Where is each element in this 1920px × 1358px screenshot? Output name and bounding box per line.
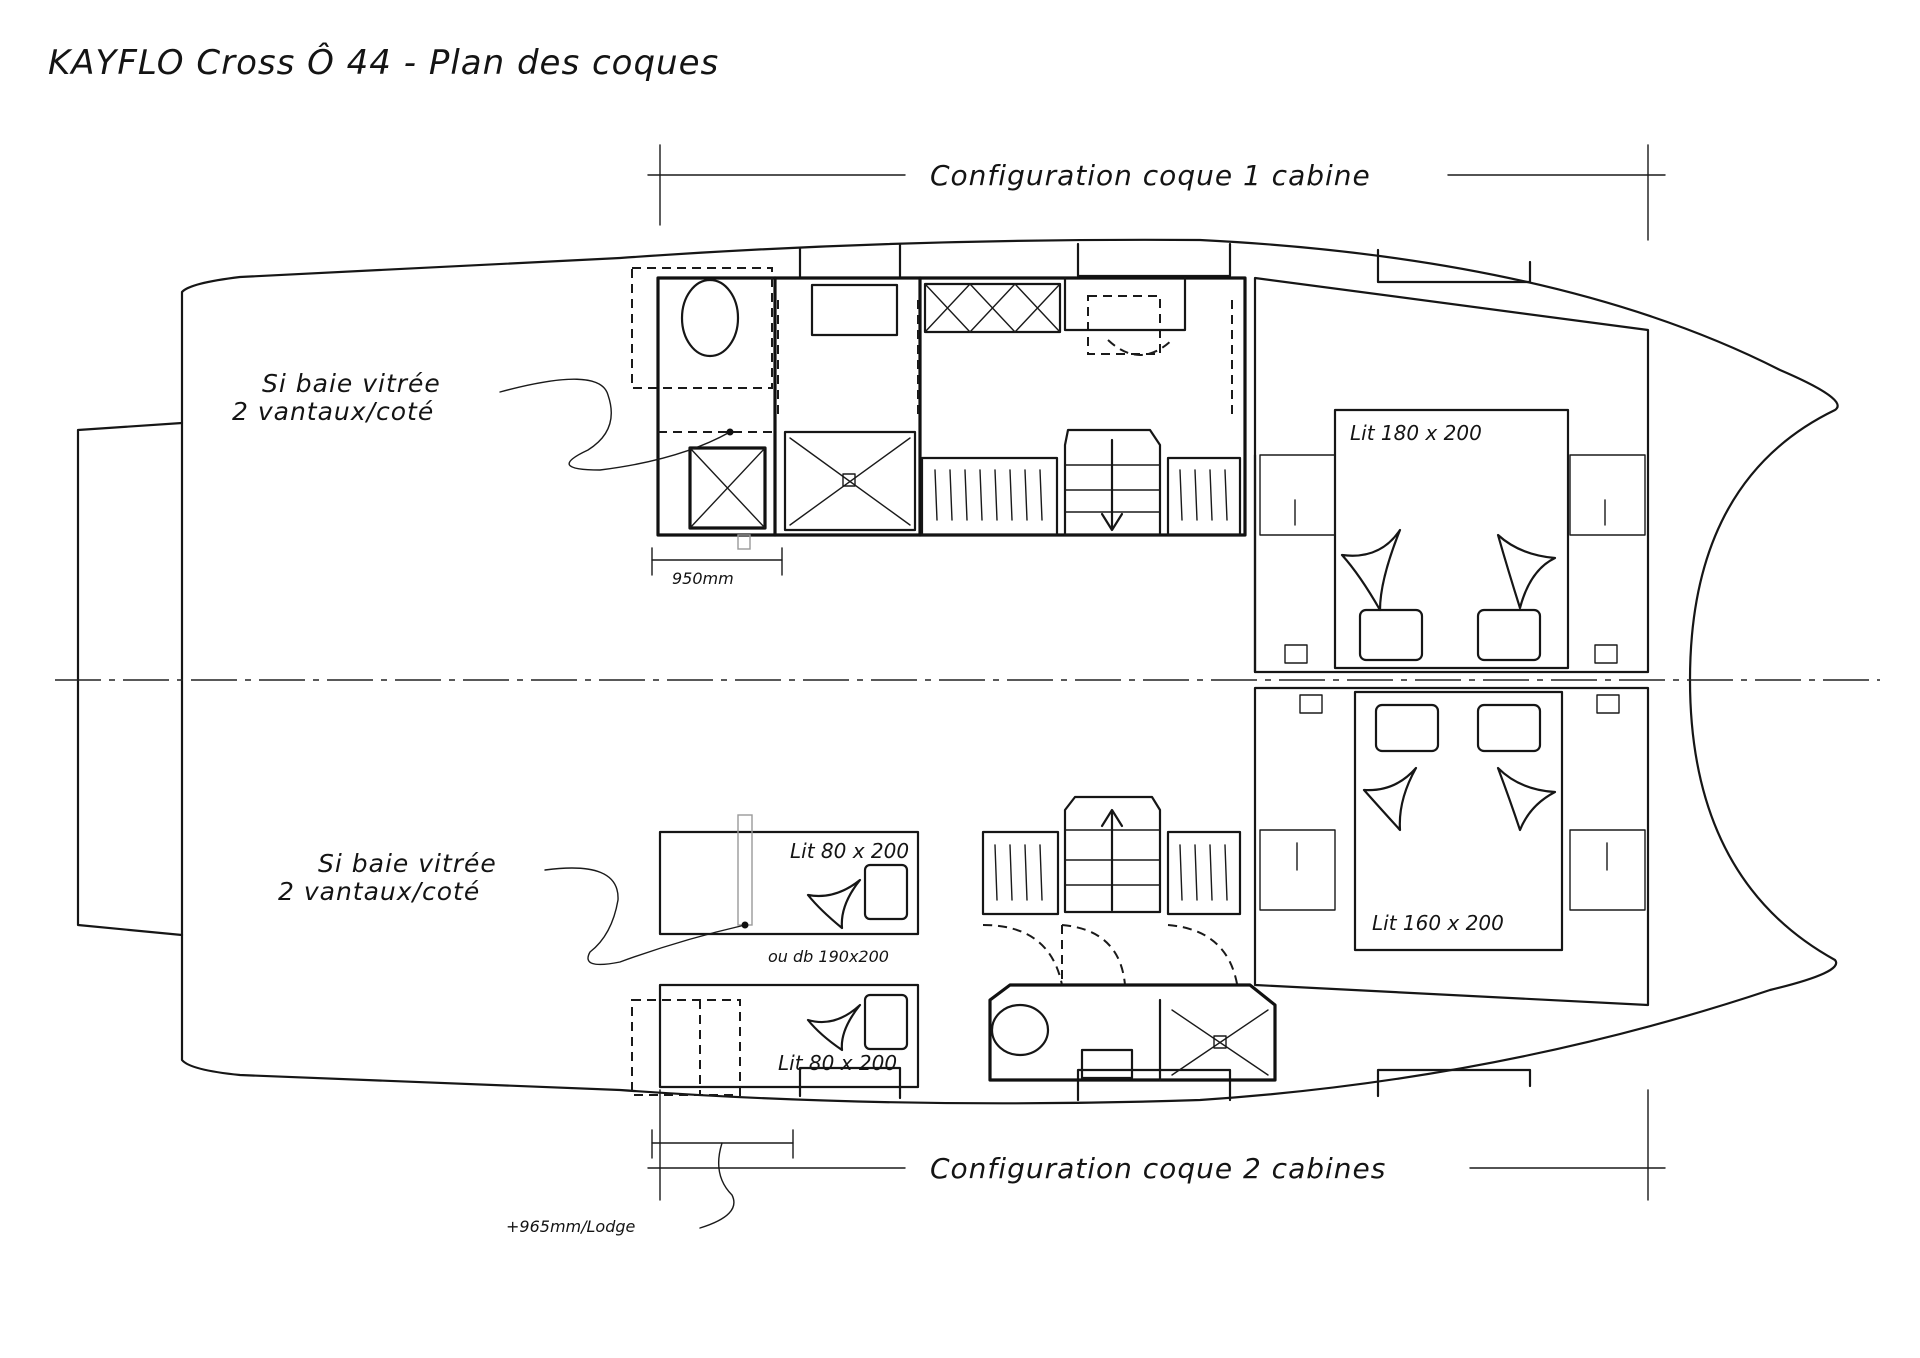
bottom-config-dimension	[647, 1089, 1666, 1201]
note-bottom-line2: 2 vantaux/coté	[278, 877, 480, 906]
note-top-point	[726, 428, 734, 436]
note-top-line1: Si baie vitrée	[262, 369, 441, 398]
note-bottom-line1: Si baie vitrée	[318, 849, 497, 878]
dim-950-label: 950mm	[672, 569, 734, 588]
lower-hull-interior	[631, 686, 1650, 1096]
note-bottom-leader	[544, 867, 746, 966]
washbasin-icon	[810, 283, 899, 337]
washbasin-icon-lower	[1080, 1048, 1134, 1080]
bed-label-160: Lit 160 x 200	[1372, 911, 1504, 935]
head-compartment	[988, 983, 1277, 1082]
companionway-stairs-lower	[1063, 795, 1162, 914]
toilet-icon-lower	[990, 1003, 1050, 1057]
berth-80x200-upper	[658, 830, 920, 936]
bed-label-180: Lit 180 x 200	[1350, 421, 1482, 445]
drawing-title: KAYFLO Cross Ô 44 - Plan des coques	[48, 42, 719, 83]
note-top-line2: 2 vantaux/coté	[232, 397, 434, 426]
top-config-dimension	[647, 144, 1666, 241]
companionway-stairs	[1063, 428, 1162, 537]
berth-160x200	[1353, 690, 1564, 952]
dimension-950	[651, 547, 783, 576]
bed-label-80-upper: Lit 80 x 200	[790, 839, 909, 863]
upper-hull-interior	[631, 267, 1650, 674]
toilet-icon	[680, 278, 740, 358]
config-bottom-label: Configuration coque 2 cabines	[930, 1152, 1386, 1185]
shower-tray	[688, 446, 767, 530]
berth-80x200-lower	[658, 983, 920, 1089]
note-bottom-point	[741, 921, 749, 929]
bed-label-80-lower: Lit 80 x 200	[778, 1051, 897, 1075]
config-top-label: Configuration coque 1 cabine	[930, 159, 1371, 192]
berth-180x200	[1333, 408, 1570, 670]
dimension-965	[651, 1129, 794, 1229]
dim-965-label: +965mm/Lodge	[506, 1217, 636, 1236]
shower-square	[783, 430, 917, 532]
bed-label-alt-double: ou db 190x200	[768, 947, 889, 966]
note-top-leader	[499, 378, 731, 471]
